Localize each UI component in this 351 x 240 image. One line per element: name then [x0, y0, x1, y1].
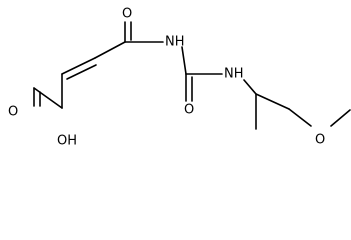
bond-ch2-o [288, 108, 312, 127]
atom-o-ether: O [315, 133, 325, 148]
atom-o-carbonyl-top: O [122, 7, 132, 22]
atom-nh-amine: NH [224, 67, 244, 82]
atom-nh-imide: NH [165, 35, 185, 50]
atom-labels: O NH O NH O OH O [8, 7, 325, 149]
atom-o-urea: O [184, 103, 194, 118]
bonds [33, 21, 351, 130]
atom-oh-acid: OH [57, 134, 77, 149]
bond-c2-c3 [61, 57, 96, 75]
bond-c3-c4 [94, 41, 126, 59]
bond-c2-c3-double [66, 64, 97, 80]
bond-o-methyl [330, 109, 351, 127]
atom-o-acid: O [8, 105, 18, 120]
molecule-structure-diagram: O NH O NH O OH O [8, 7, 351, 149]
bond-ch-ch2 [255, 93, 290, 110]
bond-nh-ch [243, 79, 257, 95]
bond-nh-c5 [181, 46, 187, 75]
bond-acid-c-oh [33, 87, 63, 109]
